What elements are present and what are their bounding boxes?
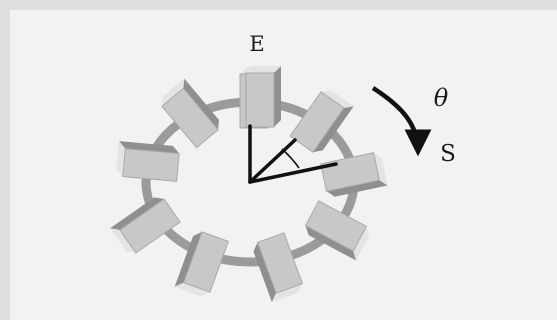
- ring-block: [245, 66, 281, 128]
- ring-block-top: [161, 78, 185, 107]
- ring-block: [116, 141, 180, 182]
- ring-block-side: [305, 225, 357, 261]
- ring-block-face: [289, 91, 345, 153]
- ring-block: [161, 78, 219, 149]
- ring-block-side: [174, 231, 203, 287]
- ring-block-face: [320, 152, 380, 192]
- ring-block-face: [161, 87, 219, 149]
- ring-block-face: [119, 198, 181, 254]
- ring-block: [320, 152, 388, 197]
- ring-block-side: [312, 106, 354, 153]
- ring-block-top: [353, 226, 370, 261]
- label-theta: θ: [434, 84, 449, 112]
- ring-block-face: [304, 200, 368, 252]
- block-group: [110, 66, 388, 303]
- diagonal-vector: [248, 138, 297, 184]
- ring-block-face: [256, 232, 304, 294]
- ring-block-top: [174, 282, 210, 297]
- ring-block-side: [253, 242, 277, 303]
- ring-block: [174, 231, 230, 297]
- ring-block-face: [182, 231, 230, 293]
- ring-block-side: [274, 66, 281, 127]
- ring-block-top: [116, 141, 126, 177]
- rotation-arrow: [371, 86, 432, 157]
- ring-block-top: [373, 152, 388, 186]
- ring-block-side: [118, 141, 180, 154]
- ring-block-side: [326, 180, 388, 197]
- label-s: S: [440, 141, 456, 167]
- ring-block-top: [110, 228, 136, 253]
- ring-block-top: [271, 283, 303, 303]
- ring-block-face: [122, 148, 180, 182]
- ring-block-face: [245, 72, 275, 128]
- ring-block: [289, 90, 354, 153]
- ring-block: [253, 232, 304, 303]
- ring-block-side: [183, 78, 219, 130]
- rotated-vector: [248, 162, 338, 184]
- label-e: E: [249, 32, 264, 56]
- angle-arc: [281, 148, 300, 169]
- ring-block-top: [246, 66, 281, 73]
- ring-block: [304, 200, 370, 261]
- ring-block-top: [321, 90, 354, 108]
- ring-block: [110, 197, 181, 254]
- ring-block-side: [110, 197, 165, 231]
